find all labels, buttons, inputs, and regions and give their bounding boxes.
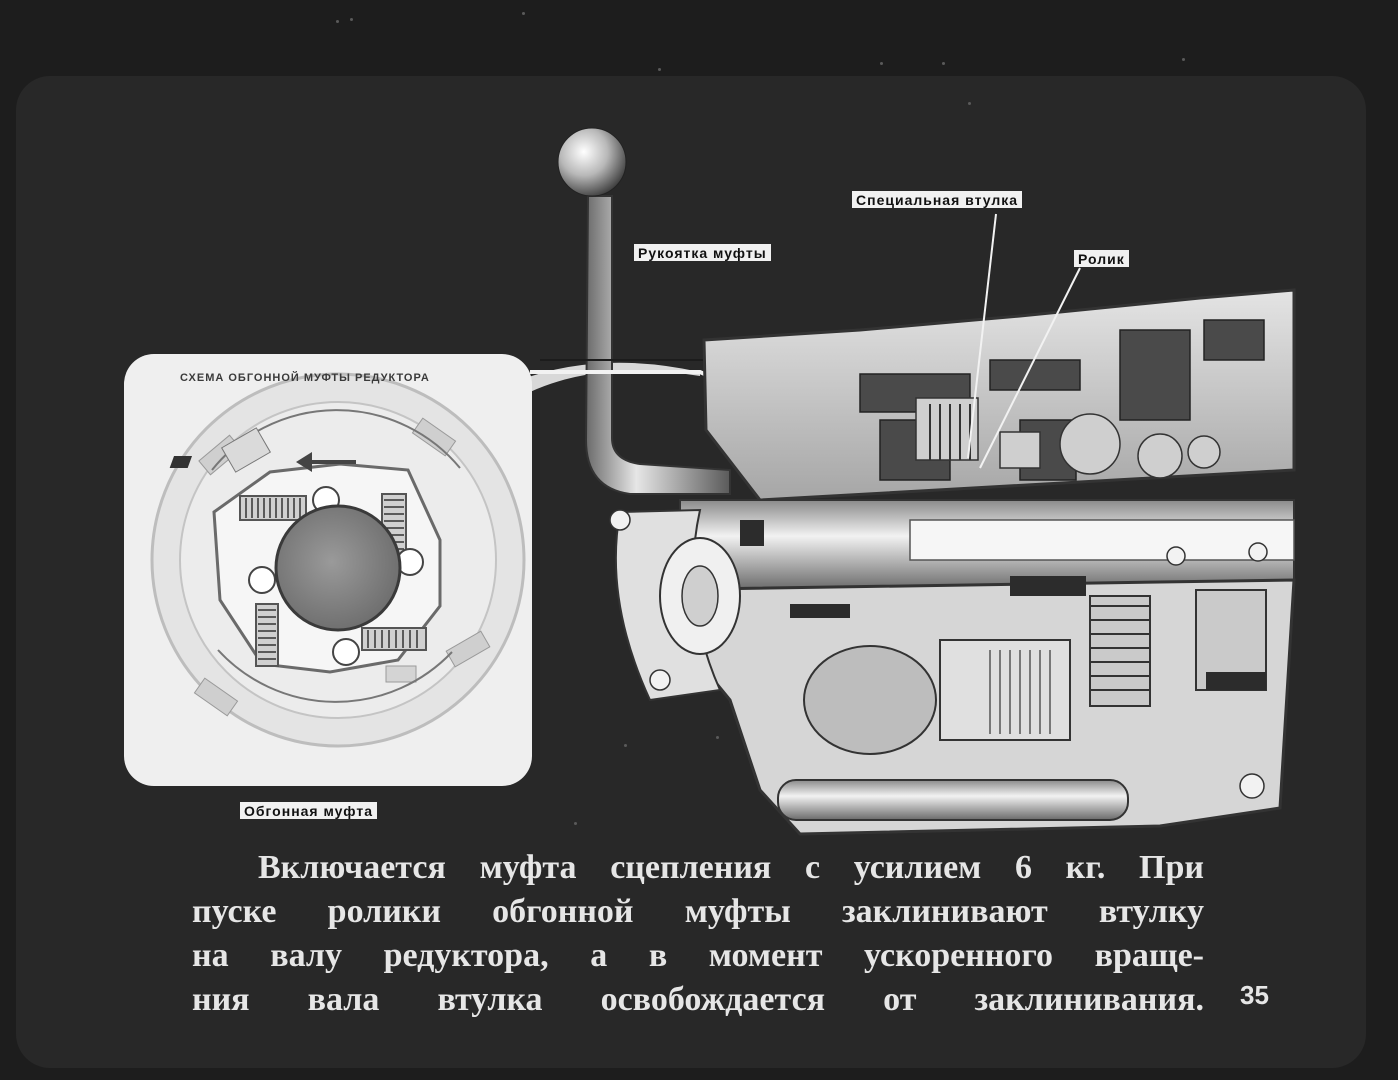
label-clutch-handle: Рукоятка муфты	[634, 244, 771, 261]
inset-title: СХЕМА ОБГОННОЙ МУФТЫ РЕДУКТОРА	[180, 372, 430, 384]
film-dust	[522, 12, 525, 15]
film-dust	[658, 68, 661, 71]
film-dust	[880, 62, 883, 65]
caption-line: пуске ролики обгонной муфты заклинивают …	[192, 893, 1204, 930]
caption-line: на валу редуктора, а в момент ускоренног…	[192, 937, 1204, 974]
clutch-handle	[530, 127, 912, 495]
film-dust	[336, 20, 339, 23]
film-dust	[716, 736, 719, 739]
label-special-sleeve: Специальная втулка	[852, 191, 1023, 208]
page-number: 35	[1240, 980, 1269, 1010]
film-dust	[1182, 58, 1185, 61]
callout-leaders	[967, 213, 1081, 469]
label-roller: Ролик	[1074, 250, 1129, 267]
caption-line: Включается муфта сцепления с усилием 6 к…	[258, 849, 1204, 886]
label-overrunning-clutch: Обгонная муфта	[240, 802, 377, 819]
inset-scheme-panel	[124, 354, 700, 786]
film-dust	[942, 62, 945, 65]
film-dust	[574, 822, 577, 825]
caption-line: ния вала втулка освобождается от заклини…	[192, 981, 1204, 1018]
film-dust	[968, 102, 971, 105]
film-dust	[624, 744, 627, 747]
slide-caption: Включается муфта сцепления с усилием 6 к…	[192, 846, 1204, 1022]
reducer-body	[609, 288, 1296, 836]
film-dust	[350, 18, 353, 21]
